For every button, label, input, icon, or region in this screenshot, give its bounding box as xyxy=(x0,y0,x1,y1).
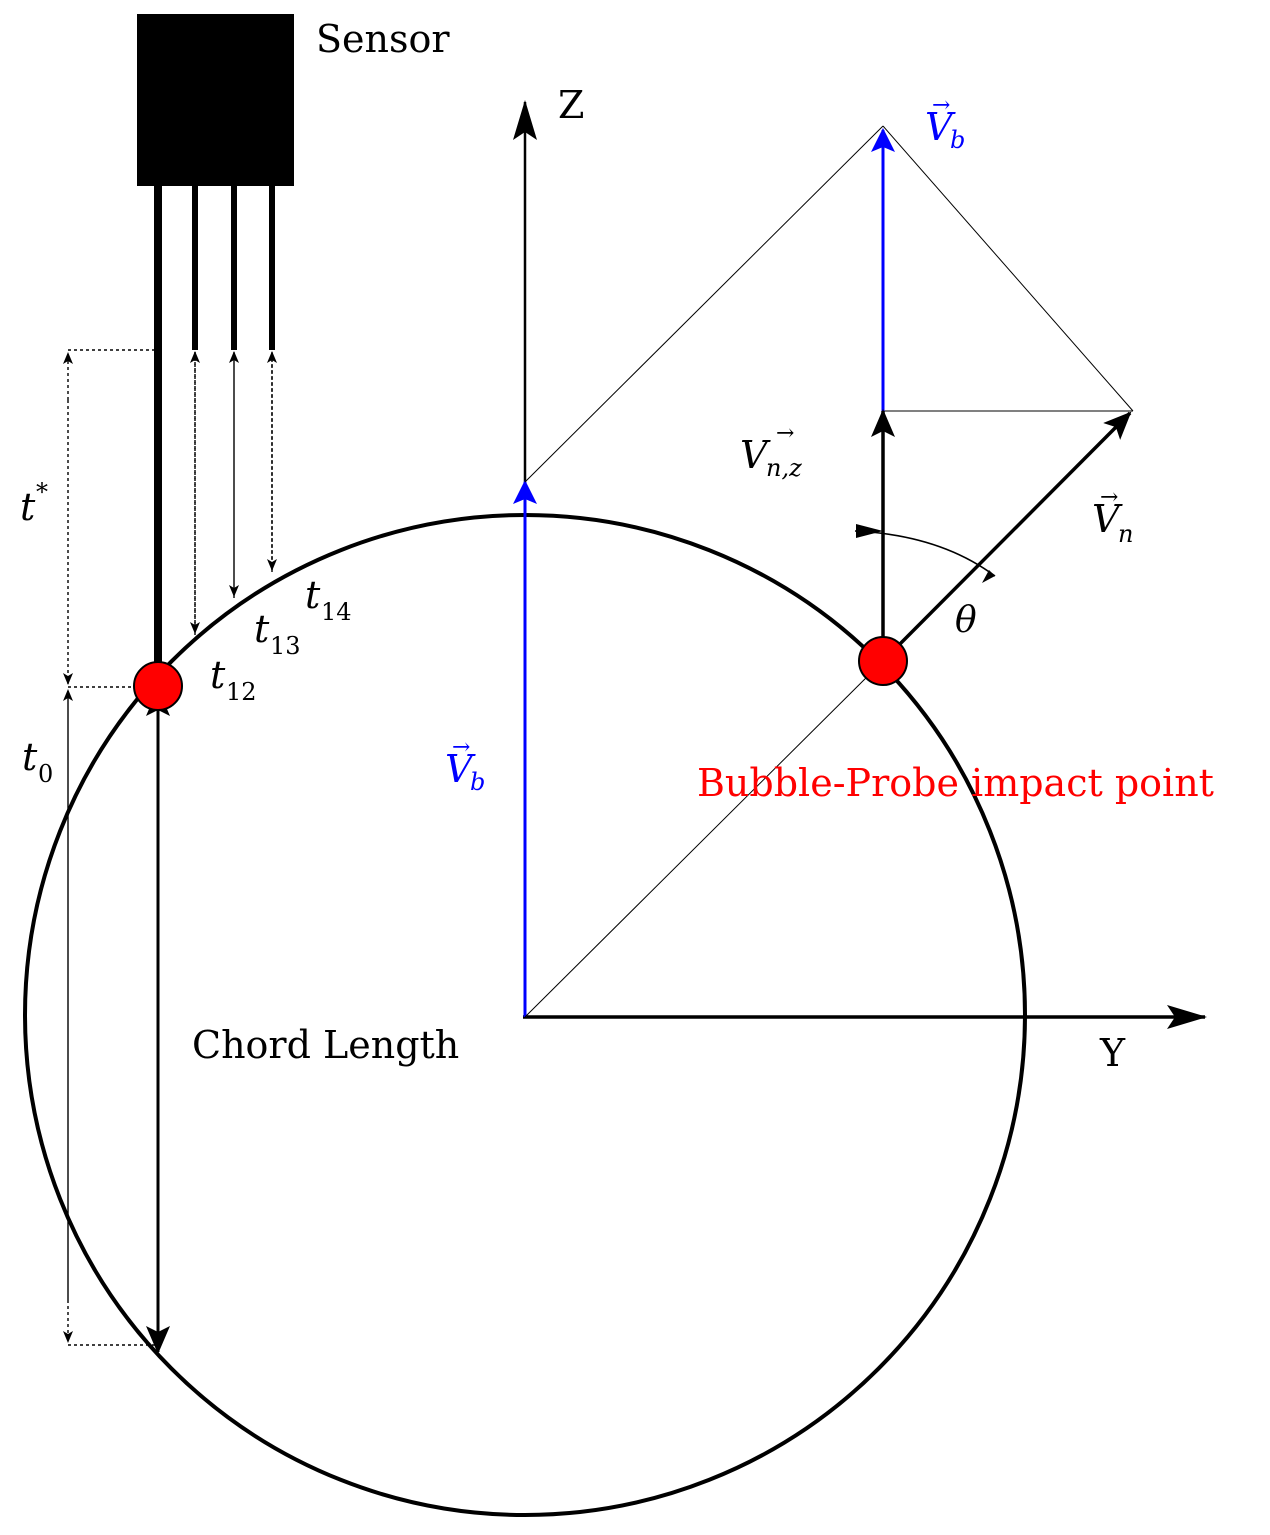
vn-vector xyxy=(881,411,1132,663)
time-dimension-lines xyxy=(63,349,155,1346)
t0-label: t 0 xyxy=(22,735,53,788)
svg-text:n: n xyxy=(1118,520,1133,548)
svg-text:→: → xyxy=(776,421,794,446)
svg-text:→: → xyxy=(1100,485,1118,510)
vnz-label: V n,z → xyxy=(740,421,802,482)
needle-travel-lines xyxy=(190,351,277,635)
t-star-label: t * xyxy=(20,478,48,529)
vb-left-label: V b → xyxy=(445,735,485,796)
svg-text:→: → xyxy=(452,735,470,760)
t12-label: t 12 xyxy=(210,653,257,706)
svg-text:V: V xyxy=(925,105,956,149)
z-axis-label: Z xyxy=(558,83,584,127)
svg-text:t: t xyxy=(254,607,270,651)
svg-text:t: t xyxy=(20,485,36,529)
svg-text:V: V xyxy=(1092,497,1123,541)
svg-text:V: V xyxy=(445,747,476,791)
svg-text:n,z: n,z xyxy=(766,454,802,482)
theta-label: θ xyxy=(955,600,977,641)
svg-text:0: 0 xyxy=(38,760,53,788)
t13-label: t 13 xyxy=(254,607,301,660)
t14-label: t 14 xyxy=(305,573,352,626)
svg-text:12: 12 xyxy=(226,678,257,706)
svg-text:t: t xyxy=(210,653,226,697)
impact-point-probe xyxy=(133,661,183,711)
svg-text:b: b xyxy=(470,768,485,796)
vb-top-label: V b → xyxy=(925,93,965,154)
chord-length-label: Chord Length xyxy=(192,1023,459,1067)
sensor-body xyxy=(137,14,294,186)
vn-label: V n → xyxy=(1092,485,1133,548)
svg-text:t: t xyxy=(22,735,38,779)
construction-lines xyxy=(524,125,1134,1018)
svg-text:t: t xyxy=(305,573,321,617)
impact-point-label: Bubble-Probe impact point xyxy=(697,761,1214,805)
sensor-label: Sensor xyxy=(316,17,450,61)
svg-text:14: 14 xyxy=(321,598,352,626)
y-axis-label: Y xyxy=(1099,1031,1126,1075)
svg-text:V: V xyxy=(740,433,771,477)
svg-text:→: → xyxy=(932,93,950,118)
svg-text:13: 13 xyxy=(270,632,301,660)
svg-text:b: b xyxy=(950,126,965,154)
impact-point-bubble xyxy=(858,636,908,686)
svg-text:*: * xyxy=(36,478,48,506)
